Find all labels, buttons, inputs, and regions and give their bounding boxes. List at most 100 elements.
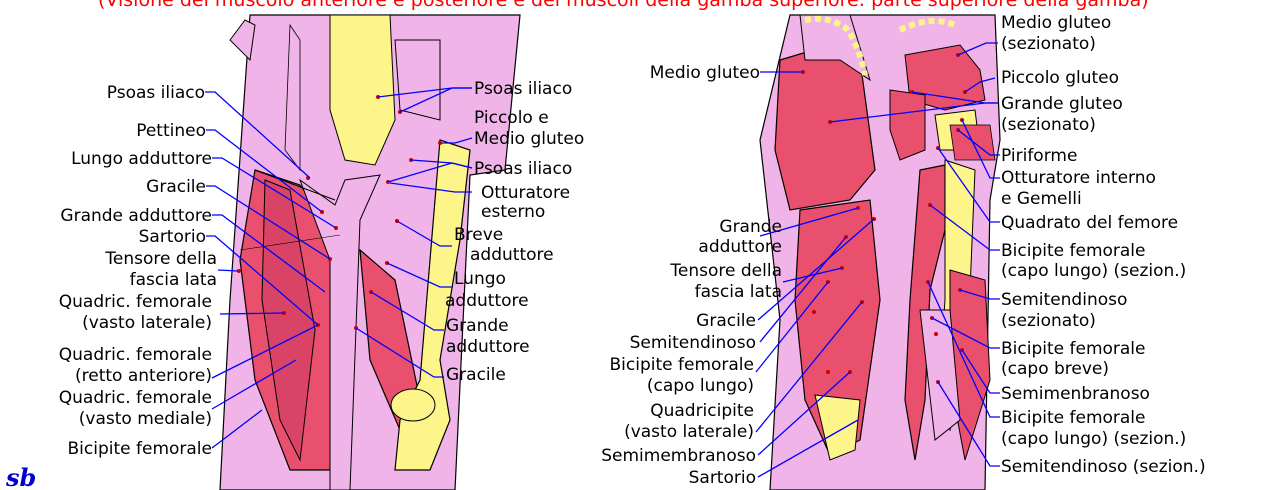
svg-text:Psoas iliaco: Psoas iliaco	[474, 79, 572, 99]
label: Tensore della	[104, 249, 217, 269]
label: Piccolo e	[474, 108, 549, 128]
svg-text:Piriforme: Piriforme	[1001, 146, 1077, 166]
label: (vasto laterale)	[624, 422, 754, 442]
label: Otturatore	[481, 183, 570, 203]
svg-text:Quadricipite(vasto laterale): Quadricipite(vasto laterale)	[624, 401, 754, 442]
svg-text:Sartorio: Sartorio	[139, 227, 206, 247]
svg-text:Quadric. femorale(retto anteri: Quadric. femorale(retto anteriore)	[59, 345, 212, 386]
label: adduttore	[698, 237, 782, 257]
label: Quadric. femorale	[59, 345, 212, 365]
label: Quadricipite	[650, 401, 754, 421]
svg-text:Grande adduttore: Grande adduttore	[60, 206, 212, 226]
svg-text:Psoas iliaco: Psoas iliaco	[107, 83, 205, 103]
svg-text:Semimembranoso: Semimembranoso	[601, 446, 756, 466]
svg-text:Grande gluteo(sezionato): Grande gluteo(sezionato)	[1001, 94, 1123, 135]
label: (capo lungo) (sezion.)	[1001, 429, 1186, 449]
svg-text:Pettineo: Pettineo	[136, 121, 206, 141]
svg-text:Semitendinoso: Semitendinoso	[630, 333, 756, 353]
svg-text:Semitendinoso(sezionato): Semitendinoso(sezionato)	[1001, 290, 1127, 331]
svg-text:Gracile: Gracile	[446, 365, 506, 385]
label: Bicipite femorale	[68, 439, 213, 459]
label: Gracile	[696, 311, 756, 331]
anterior-left-labels: Psoas iliaco Pettineo Lungo adduttore Gr…	[59, 83, 217, 459]
label: (retto anteriore)	[75, 366, 212, 386]
label: Semitendinoso	[1001, 290, 1127, 310]
svg-text:Medio gluteo: Medio gluteo	[650, 63, 760, 83]
label: Quadric. femorale	[59, 388, 212, 408]
svg-text:Quadric. femorale(vasto medial: Quadric. femorale(vasto mediale)	[59, 388, 212, 429]
label: Medio gluteo	[474, 129, 584, 149]
label: Gracile	[146, 177, 206, 197]
label: Psoas iliaco	[107, 83, 205, 103]
label: Quadric. femorale	[59, 292, 212, 312]
label: (sezionato)	[1001, 34, 1096, 54]
svg-text:Lungo adduttore: Lungo adduttore	[71, 149, 212, 169]
svg-text:Quadrato del femore: Quadrato del femore	[1001, 213, 1178, 233]
label: esterno	[481, 202, 545, 222]
svg-text:Sartorio: Sartorio	[689, 468, 756, 488]
label: Semimembranoso	[601, 446, 756, 466]
label: Semimenbranoso	[1001, 384, 1150, 404]
svg-text:Gracile: Gracile	[696, 311, 756, 331]
label: Sartorio	[689, 468, 756, 488]
svg-text:Bicipite femorale(capo lungo): Bicipite femorale(capo lungo) (sezion.)	[1001, 241, 1186, 281]
label: Grande	[446, 316, 509, 336]
label: Bicipite femorale	[1001, 241, 1146, 261]
label: Semitendinoso	[630, 333, 756, 353]
svg-text:Quadric. femorale(vasto latera: Quadric. femorale(vasto laterale)	[59, 292, 212, 333]
label: adduttore	[446, 337, 530, 357]
label: (capo lungo) (sezion.)	[1001, 261, 1186, 281]
label: Pettineo	[136, 121, 206, 141]
label: Piccolo gluteo	[1001, 68, 1119, 88]
label: Bicipite femorale	[1001, 339, 1146, 359]
svg-text:Bicipite femorale(capo lungo): Bicipite femorale(capo lungo) (sezion.)	[1001, 408, 1186, 449]
svg-text:Semimenbranoso: Semimenbranoso	[1001, 384, 1150, 404]
label: Gracile	[446, 365, 506, 385]
label: fascia lata	[130, 270, 217, 290]
label: Psoas iliaco	[474, 159, 572, 179]
svg-text:Bicipite femorale(capo lungo): Bicipite femorale(capo lungo)	[610, 355, 755, 396]
label: Grande gluteo	[1001, 94, 1123, 114]
label: Grande adduttore	[60, 206, 212, 226]
svg-text:Bicipite femorale(capo breve): Bicipite femorale(capo breve)	[1001, 339, 1146, 379]
svg-text:Bicipite femorale: Bicipite femorale	[68, 439, 213, 459]
label: Medio gluteo	[1001, 13, 1111, 33]
label: Breve	[454, 225, 503, 245]
svg-text:Semitendinoso (sezion.): Semitendinoso (sezion.)	[1001, 457, 1206, 477]
svg-text:Piccolo gluteo: Piccolo gluteo	[1001, 68, 1119, 88]
label: Grande	[719, 217, 782, 237]
label: Psoas iliaco	[474, 79, 572, 99]
label: (capo breve)	[1001, 359, 1109, 379]
svg-text:Gracile: Gracile	[146, 177, 206, 197]
label: Bicipite femorale	[610, 355, 755, 375]
label: Piriforme	[1001, 146, 1077, 166]
svg-text:Psoas iliaco: Psoas iliaco	[474, 159, 572, 179]
label: (sezionato)	[1001, 311, 1096, 331]
label: (capo lungo)	[647, 376, 754, 396]
label: fascia lata	[695, 282, 782, 302]
label: adduttore	[470, 245, 554, 265]
label: Semitendinoso (sezion.)	[1001, 457, 1206, 477]
label: Lungo adduttore	[71, 149, 212, 169]
label: (vasto laterale)	[82, 313, 212, 333]
top-caption: (Visione del muscolo anteriore e posteri…	[98, 0, 1149, 11]
label: Otturatore interno	[1001, 168, 1156, 188]
label: Lungo	[454, 269, 506, 289]
label: (sezionato)	[1001, 115, 1096, 135]
label: Medio gluteo	[650, 63, 760, 83]
label: adduttore	[445, 291, 529, 311]
label: Quadrato del femore	[1001, 213, 1178, 233]
label: Sartorio	[139, 227, 206, 247]
label: Tensore della	[669, 261, 782, 281]
label: e Gemelli	[1001, 189, 1082, 209]
label: (vasto mediale)	[79, 409, 212, 429]
